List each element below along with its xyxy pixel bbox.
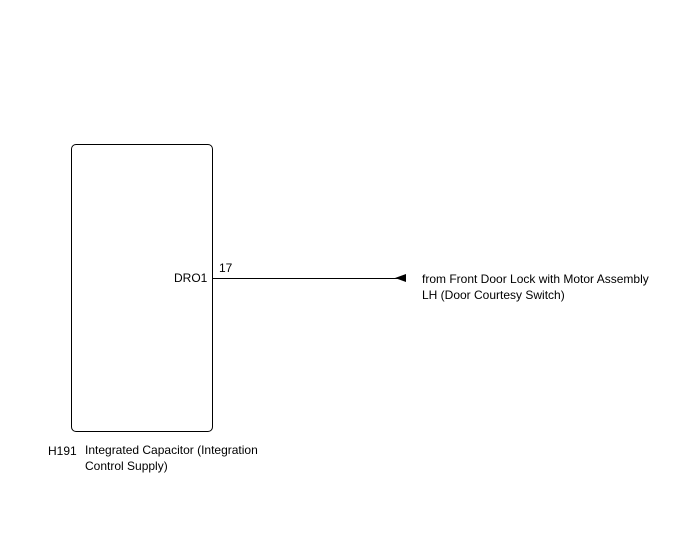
component-name-line1: Integrated Capacitor (Integration — [85, 443, 258, 457]
pin-name-label: DRO1 — [174, 271, 208, 285]
connection-label-line2: LH (Door Courtesy Switch) — [422, 288, 565, 302]
pin-number-label: 17 — [219, 261, 233, 275]
component-code: H191 — [48, 444, 77, 458]
wire-line — [213, 278, 403, 280]
signal-arrow-icon — [395, 274, 406, 282]
component-box — [71, 144, 213, 432]
connection-label-line1: from Front Door Lock with Motor Assembly — [422, 272, 649, 286]
component-name-line2: Control Supply) — [85, 459, 168, 473]
